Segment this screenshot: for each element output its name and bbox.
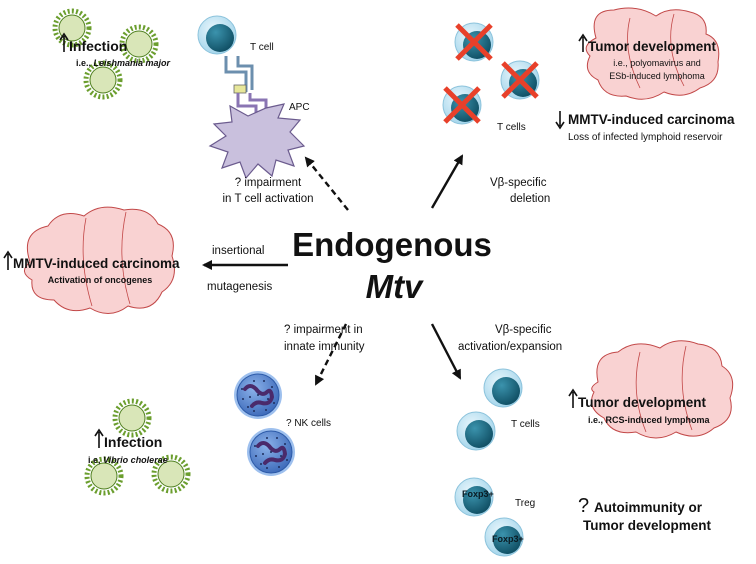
nk-cell-icon: [245, 426, 297, 478]
arrow-label-tr-2: deletion: [510, 193, 550, 205]
nk-cells: ? NK cells: [232, 369, 331, 478]
nk-cell-icon: [232, 369, 284, 421]
tumor-outcome-bottom: Tumor development i.e., RCS-induced lymp…: [568, 388, 711, 425]
treg-cells: Foxp3+ Foxp3+ Treg: [454, 477, 535, 557]
down-arrow-icon: [555, 111, 565, 130]
bacterium-icon: [115, 401, 149, 435]
tumor-icon: [585, 7, 720, 100]
carcinoma-outcome-left: MMTV-induced carcinoma Activation of onc…: [3, 250, 180, 285]
arrow-label-br-2: activation/expansion: [458, 341, 562, 353]
outcome-subtitle: i.e, Vibrio cholerae: [88, 455, 168, 465]
outcome-subtitle: i.e., polyomavirus and: [613, 58, 701, 68]
t-cell-label: T cell: [250, 42, 274, 53]
up-arrow-icon: [578, 33, 588, 52]
arrow-bottom-right: [430, 323, 462, 380]
expanded-t-cells: T cells: [456, 368, 540, 451]
arrow-top-left: [304, 156, 349, 211]
tumor-icon: [591, 340, 734, 439]
arrow-label-tl-2: in T cell activation: [223, 193, 314, 205]
cross-icon: [443, 86, 481, 124]
arrow-bottom-left: [314, 323, 348, 386]
arrow-label-br-1: Vβ-specific: [495, 324, 552, 336]
bacterium-icon: [86, 63, 120, 97]
tcell-apc-interaction: T cell APC: [197, 15, 310, 180]
arrow-label-l-1: insertional: [212, 245, 264, 257]
arrow-label-tl-1: ? impairment: [235, 177, 302, 189]
center-subtitle: Mtv: [366, 268, 424, 305]
carcinoma-outcome-top: MMTV-induced carcinoma Loss of infected …: [555, 111, 735, 143]
arrow-label-tr-1: Vβ-specific: [490, 177, 547, 189]
outcome-title: Tumor development: [578, 395, 707, 410]
outcome-subtitle: Loss of infected lymphoid reservoir: [568, 132, 723, 143]
tumor-cluster-left: [24, 206, 175, 314]
outcome-title: Infection: [69, 38, 127, 54]
t-cell-icon: [456, 411, 496, 451]
up-arrow-icon: [3, 250, 13, 270]
treg-label: Treg: [515, 498, 535, 509]
arrow-label-bl-2: innate immunity: [284, 341, 365, 353]
outcome-subtitle: i.e., Leishmania major: [76, 58, 171, 68]
arrow-top-right: [430, 154, 464, 209]
t-cells-label: T cells: [497, 122, 526, 133]
up-arrow-icon: [568, 388, 578, 408]
t-cell-icon: [483, 368, 523, 408]
outcome-title: Tumor development: [588, 39, 717, 54]
autoimmunity-outcome: ? Autoimmunity or Tumor development: [578, 495, 712, 533]
arrow-label-l-2: mutagenesis: [207, 281, 272, 293]
t-cells-label: T cells: [511, 419, 540, 430]
up-arrow-icon: [59, 32, 69, 52]
foxp3-label: Foxp3+: [462, 489, 494, 499]
outcome-subtitle: ESb-induced lymphoma: [609, 71, 705, 81]
infection-outcome-top: Infection i.e., Leishmania major: [59, 32, 171, 68]
tumor-icon: [24, 206, 175, 314]
tumor-outcome-top: Tumor development i.e., polyomavirus and…: [578, 33, 717, 81]
up-arrow-icon: [94, 428, 104, 448]
outcome-subtitle: i.e., RCS-induced lymphoma: [588, 415, 711, 425]
question-mark: ?: [578, 495, 589, 517]
arrows: [202, 154, 464, 386]
outcome-line: Autoimmunity or: [594, 500, 703, 515]
outcome-title: Infection: [104, 434, 162, 450]
center-title: Endogenous: [292, 226, 492, 263]
outcome-subtitle: Activation of oncogenes: [48, 275, 153, 285]
infection-outcome-bottom: Infection i.e, Vibrio cholerae: [88, 428, 168, 465]
outcome-title: MMTV-induced carcinoma: [13, 256, 180, 271]
t-cell-icon: [197, 15, 237, 55]
outcome-line: Tumor development: [583, 518, 712, 533]
cross-icon: [455, 23, 493, 61]
tumor-cluster-bottom: [591, 340, 734, 439]
tumor-cluster-top: [585, 7, 720, 100]
nk-cells-label: ? NK cells: [286, 418, 331, 429]
arrow-label-bl-1: ? impairment in: [284, 324, 363, 336]
deleted-t-cells: T cells: [442, 22, 540, 133]
bacteria-cluster-top: [55, 11, 156, 97]
foxp3-label: Foxp3+: [492, 534, 524, 544]
cross-icon: [501, 61, 539, 99]
apc-icon: [208, 103, 306, 180]
apc-label: APC: [289, 102, 310, 113]
outcome-title: MMTV-induced carcinoma: [568, 112, 735, 127]
